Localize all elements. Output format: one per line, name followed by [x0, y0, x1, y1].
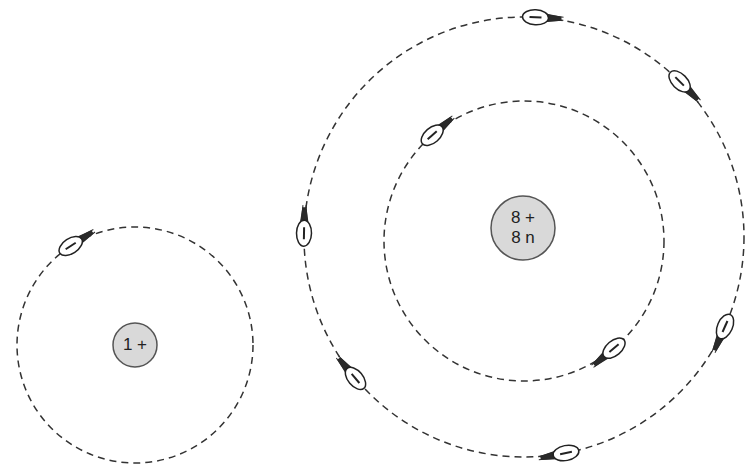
orbit: [17, 227, 253, 463]
nucleus-label: 8 +: [511, 208, 535, 228]
electron: [522, 9, 564, 26]
electron: [296, 205, 312, 246]
electron: [588, 334, 629, 372]
electron: [665, 67, 705, 107]
electron: [707, 312, 737, 356]
nucleus: 1 +: [112, 322, 158, 368]
nucleus: 8 +8 n: [490, 195, 556, 261]
electron: [56, 224, 99, 259]
orbit: [304, 17, 744, 457]
electron: [417, 111, 458, 149]
nucleus-label: 8 n: [511, 228, 535, 248]
orbit: [384, 101, 664, 381]
nucleus-label: 1 +: [123, 335, 147, 355]
electron: [537, 443, 580, 466]
electron: [332, 352, 370, 393]
